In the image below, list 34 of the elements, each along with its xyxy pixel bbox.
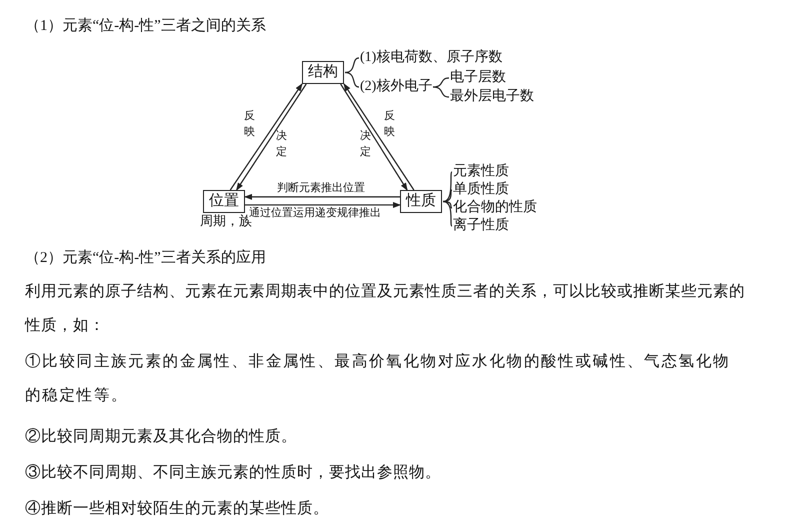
paragraph: ④推断一些相对较陌生的元素的某些性质。 [25,499,330,519]
brace-line [442,200,452,226]
paragraph: ②比较同周期元素及其化合物的性质。 [25,427,298,447]
edge-label: 通过位置运用递变规律推出 [248,207,382,220]
brace-line [442,172,453,202]
edge-label: 反映 [244,109,256,140]
brace-line [344,72,360,88]
edge-label: 判断元素推出位置 [276,182,366,195]
brace-line [442,200,452,208]
branch-text: (1)核电荷数、原子序数 [360,50,502,66]
branch-text: 最外层电子数 [450,89,534,106]
concept-box: 性质 [400,190,442,214]
branch-text: 离子性质 [453,218,509,234]
brace-line [344,57,360,74]
branch-text: (2)核外电子 [360,79,432,96]
concept-box: 位置 [203,190,245,214]
branch-text: 化合物的性质 [453,200,537,216]
brace-line [442,190,452,202]
paragraph: ③比较不同周期、不同主族元素的性质时，要找出参照物。 [25,462,442,483]
edge-label: 反映 [384,109,396,140]
paragraph: ①比较同主族元素的金属性、非金属性、最高价氧化物对应水化物的酸性或碱性、气态氢化物的稳定性等。 [25,352,732,406]
subheading: （2）元素“位-构-性”三者关系的应用 [25,248,267,268]
paragraph: 利用元素的原子结构、元素在元素周期表中的位置及元素性质三者的关系，可以比较或推断某些元素的性质，如： [25,282,746,336]
edge-label: 决定 [360,129,372,160]
brace-line [432,77,450,88]
concept-box: 结构 [302,61,344,84]
arrow [245,202,401,208]
heading: （1）元素“位-构-性”三者之间的关系 [25,18,266,36]
branch-text: 单质性质 [453,182,509,198]
arrow [244,194,400,200]
edge-label: 决定 [276,129,288,160]
branch-text: 电子层数 [450,70,506,86]
branch-text: 元素性质 [453,164,509,180]
brace-line [432,86,450,98]
